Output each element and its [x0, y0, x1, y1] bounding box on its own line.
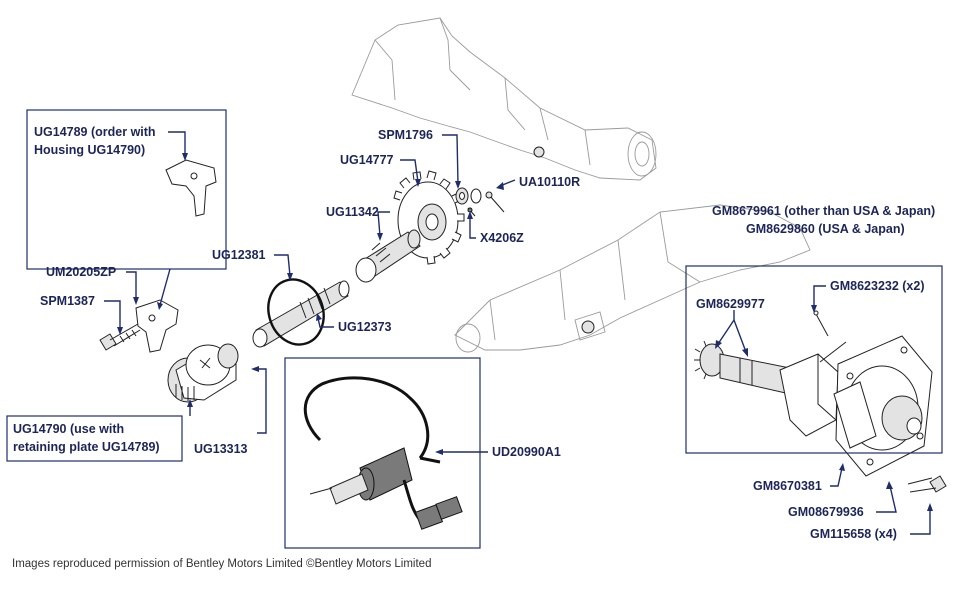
label-ug11342: UG11342 [326, 205, 379, 219]
gasket-gm8670381 [833, 381, 877, 449]
callout-ug14790-line1: UG14790 (use with [13, 422, 124, 436]
label-gm08679936: GM08679936 [788, 505, 864, 519]
bolt-gm115658 [907, 475, 947, 493]
drive-assembly-gm [694, 335, 933, 477]
worm-ug12381 [252, 280, 350, 348]
housing-ug14790 [167, 343, 239, 403]
nut-spm1796 [455, 187, 482, 205]
callout-box-ud20990a1 [284, 357, 481, 549]
label-gm115658: GM115658 (x4) [810, 527, 897, 541]
label-gm8679961: GM8679961 (other than USA & Japan) [712, 204, 935, 218]
callout-ug14789-line2: Housing UG14790) [34, 143, 145, 157]
label-ug14777: UG14777 [340, 153, 394, 167]
retaining-plate-ug14789 [165, 159, 217, 217]
shaft-ug11342 [355, 229, 421, 283]
label-x4206z: X4206Z [480, 231, 524, 245]
sensor-port-right [581, 320, 595, 334]
gearbox-sketch-top [351, 17, 657, 181]
o-ring-ug12373 [267, 278, 325, 346]
label-ug13313: UG13313 [194, 442, 248, 456]
pin-x4206z [467, 207, 476, 217]
label-ua10110r: UA10110R [519, 175, 580, 189]
bolt-spm1387 [99, 323, 141, 351]
label-gm8629860: GM8629860 (USA & Japan) [746, 222, 905, 236]
callout-box-ug14790 [6, 415, 183, 462]
dowel-gm8623232 [813, 310, 829, 337]
sensor-ud20990a1 [303, 376, 463, 530]
arrowheads [117, 153, 933, 511]
image-credit: Images reproduced permission of Bentley … [12, 558, 431, 570]
callout-ug14789-line1: UG14789 (order with [34, 125, 156, 139]
label-gm8670381: GM8670381 [753, 479, 822, 493]
label-ud20990a1: UD20990A1 [492, 445, 561, 459]
label-ug12381: UG12381 [212, 248, 266, 262]
gearbox-sketch-right [454, 204, 811, 353]
leader-lines [104, 131, 931, 535]
retaining-plate-um20205zp [135, 299, 179, 353]
label-gm8623232: GM8623232 (x2) [830, 279, 925, 293]
screw-ua10110r [485, 191, 505, 213]
label-spm1796: SPM1796 [378, 128, 433, 142]
label-ug12373: UG12373 [338, 320, 392, 334]
callout-ug14790-line2: retaining plate UG14789) [13, 440, 160, 454]
label-um20205zp: UM20205ZP [46, 265, 116, 279]
label-spm1387: SPM1387 [40, 294, 95, 308]
callout-box-gm8679961 [685, 265, 943, 454]
callout-box-ug14789 [26, 109, 227, 270]
sensor-port-top [533, 146, 545, 158]
label-gm8629977: GM8629977 [696, 297, 765, 311]
